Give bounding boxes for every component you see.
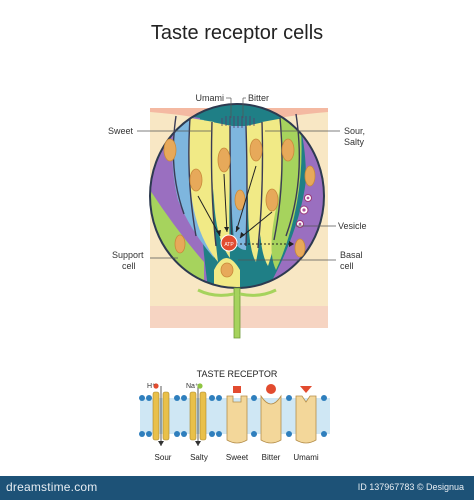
phospholipid-head bbox=[286, 395, 292, 401]
nucleus bbox=[174, 234, 186, 254]
taste-receptor-panel: TASTE RECEPTOR H⁺ Na⁺ bbox=[139, 369, 330, 462]
phospholipid-head bbox=[181, 431, 187, 437]
label-salty: Salty bbox=[344, 137, 365, 147]
label-sweet: Sweet bbox=[108, 126, 134, 136]
phospholipid-head bbox=[321, 395, 327, 401]
cell-blue-center bbox=[230, 126, 247, 250]
phospholipid-head bbox=[209, 431, 215, 437]
phospholipid-head bbox=[321, 431, 327, 437]
bitter-ligand-icon bbox=[266, 384, 276, 394]
phospholipid-head bbox=[216, 431, 222, 437]
diagram-title: Taste receptor cells bbox=[150, 22, 324, 44]
sour-channel: H⁺ bbox=[147, 383, 170, 446]
phospholipid-head bbox=[139, 431, 145, 437]
label-basal-cell-1: Basal bbox=[340, 250, 363, 260]
ion-h-label: H⁺ bbox=[147, 383, 156, 390]
phospholipid-head bbox=[174, 395, 180, 401]
nerve-fiber bbox=[233, 287, 241, 339]
nucleus bbox=[163, 138, 177, 162]
footer-site-name: dreamstime.com bbox=[6, 480, 98, 494]
nucleus bbox=[304, 165, 316, 187]
phospholipid-head bbox=[251, 431, 257, 437]
atp-label: ATP bbox=[224, 242, 234, 248]
phospholipid-head bbox=[216, 395, 222, 401]
phospholipid-head bbox=[174, 431, 180, 437]
cell-green-right bbox=[271, 116, 302, 270]
cell-yellow-1 bbox=[188, 118, 218, 262]
receptor-label-bitter: Bitter bbox=[262, 453, 281, 462]
receptor-panel-title: TASTE RECEPTOR bbox=[197, 369, 278, 379]
h-ion-icon bbox=[153, 383, 159, 389]
label-bitter: Bitter bbox=[248, 93, 269, 103]
footer-image-id: ID 137967783 © Designua bbox=[357, 482, 464, 492]
phospholipid-head bbox=[139, 395, 145, 401]
nucleus bbox=[189, 168, 203, 192]
label-basal-cell-2: cell bbox=[340, 261, 354, 271]
bitter-receptor bbox=[260, 384, 282, 444]
phospholipid-head bbox=[146, 431, 152, 437]
receptor-label-sweet: Sweet bbox=[226, 453, 249, 462]
nucleus bbox=[265, 188, 279, 212]
receptor-label-umami: Umami bbox=[293, 453, 319, 462]
nucleus bbox=[294, 238, 306, 258]
receptor-label-salty: Salty bbox=[190, 453, 208, 462]
phospholipid-head bbox=[251, 395, 257, 401]
sweet-ligand-icon bbox=[233, 386, 241, 393]
salty-channel: Na⁺ bbox=[186, 383, 207, 446]
atp-marker bbox=[220, 234, 238, 252]
footer-bar: dreamstime.com ID 137967783 © Designua bbox=[0, 476, 474, 500]
umami-receptor bbox=[295, 386, 317, 444]
nucleus bbox=[234, 189, 246, 211]
phospholipid-head bbox=[146, 395, 152, 401]
nucleus bbox=[281, 138, 295, 162]
label-vesicle: Vesicle bbox=[338, 221, 367, 231]
nucleus bbox=[217, 147, 231, 173]
ion-na-label: Na⁺ bbox=[186, 383, 199, 390]
phospholipid-head bbox=[286, 431, 292, 437]
taste-bud-diagram: ATP Umami Bitter Sweet Sour, Salty Vesic… bbox=[108, 93, 367, 462]
nucleus bbox=[249, 138, 263, 162]
label-support-cell-1: Support bbox=[112, 250, 144, 260]
label-umami: Umami bbox=[196, 93, 225, 103]
label-sour: Sour, bbox=[344, 126, 365, 136]
receptor-label-sour: Sour bbox=[155, 453, 172, 462]
nucleus bbox=[220, 262, 234, 278]
phospholipid-head bbox=[209, 395, 215, 401]
na-ion-icon bbox=[197, 383, 203, 389]
phospholipid-head bbox=[181, 395, 187, 401]
sweet-receptor bbox=[226, 386, 248, 444]
umami-ligand-icon bbox=[300, 386, 312, 393]
label-support-cell-2: cell bbox=[122, 261, 136, 271]
